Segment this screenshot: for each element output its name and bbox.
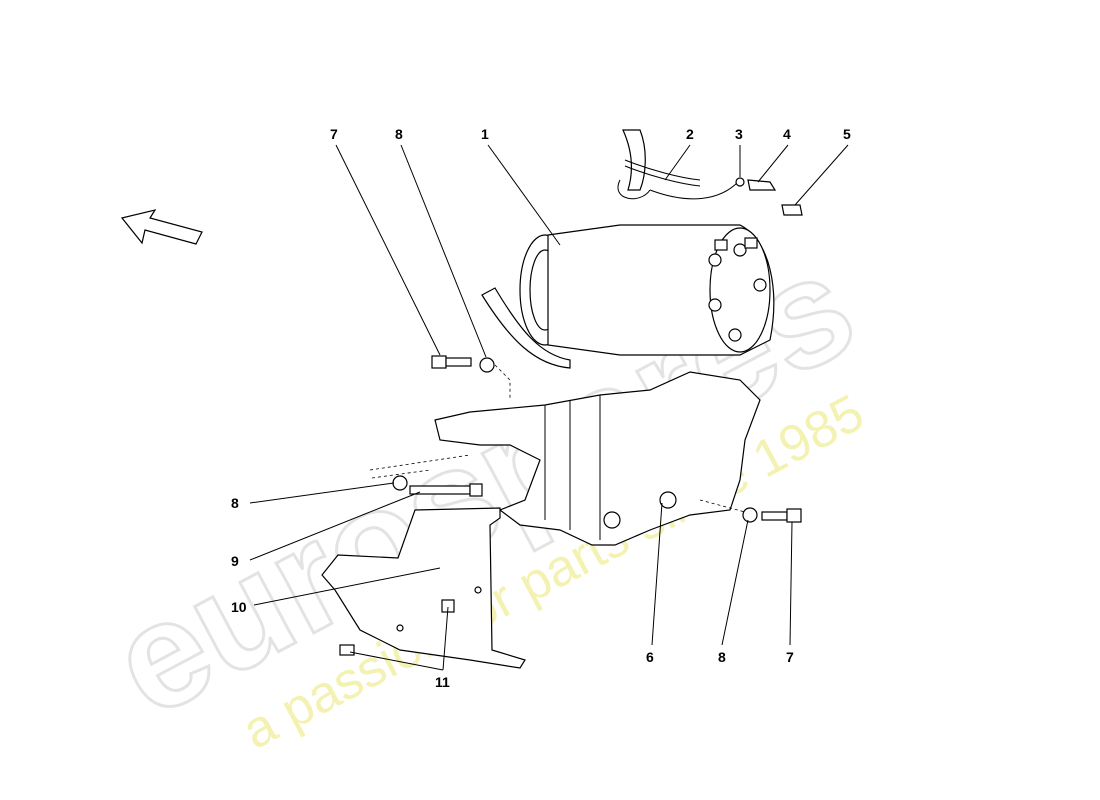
callout-7: 7 — [786, 649, 794, 665]
callout-11: 11 — [435, 674, 450, 690]
sensor — [781, 204, 803, 216]
callout-2: 2 — [686, 126, 694, 142]
callout-6: 6 — [646, 649, 654, 665]
washer — [742, 507, 758, 523]
leader-lines — [249, 144, 849, 671]
washer — [392, 475, 408, 491]
callout-8: 8 — [395, 126, 403, 142]
sensor-connector — [747, 179, 777, 191]
washer — [479, 357, 495, 373]
ac-compressor — [519, 224, 775, 356]
o-ring — [735, 177, 745, 187]
callout-7: 7 — [330, 126, 338, 142]
drive-belt — [481, 287, 571, 369]
bolt — [431, 355, 447, 369]
callout-1: 1 — [481, 126, 489, 142]
callout-9: 9 — [231, 553, 239, 569]
compressor-bracket — [434, 371, 761, 546]
callout-5: 5 — [843, 126, 851, 142]
screw — [339, 644, 355, 656]
callout-10: 10 — [231, 599, 247, 615]
belt-top — [622, 129, 646, 191]
arrow-icon — [120, 209, 203, 245]
heat-shield — [321, 507, 526, 669]
callout-8: 8 — [718, 649, 726, 665]
callout-4: 4 — [783, 126, 791, 142]
callout-8: 8 — [231, 495, 239, 511]
hose — [624, 159, 701, 187]
bolt — [761, 511, 788, 521]
callout-3: 3 — [735, 126, 743, 142]
